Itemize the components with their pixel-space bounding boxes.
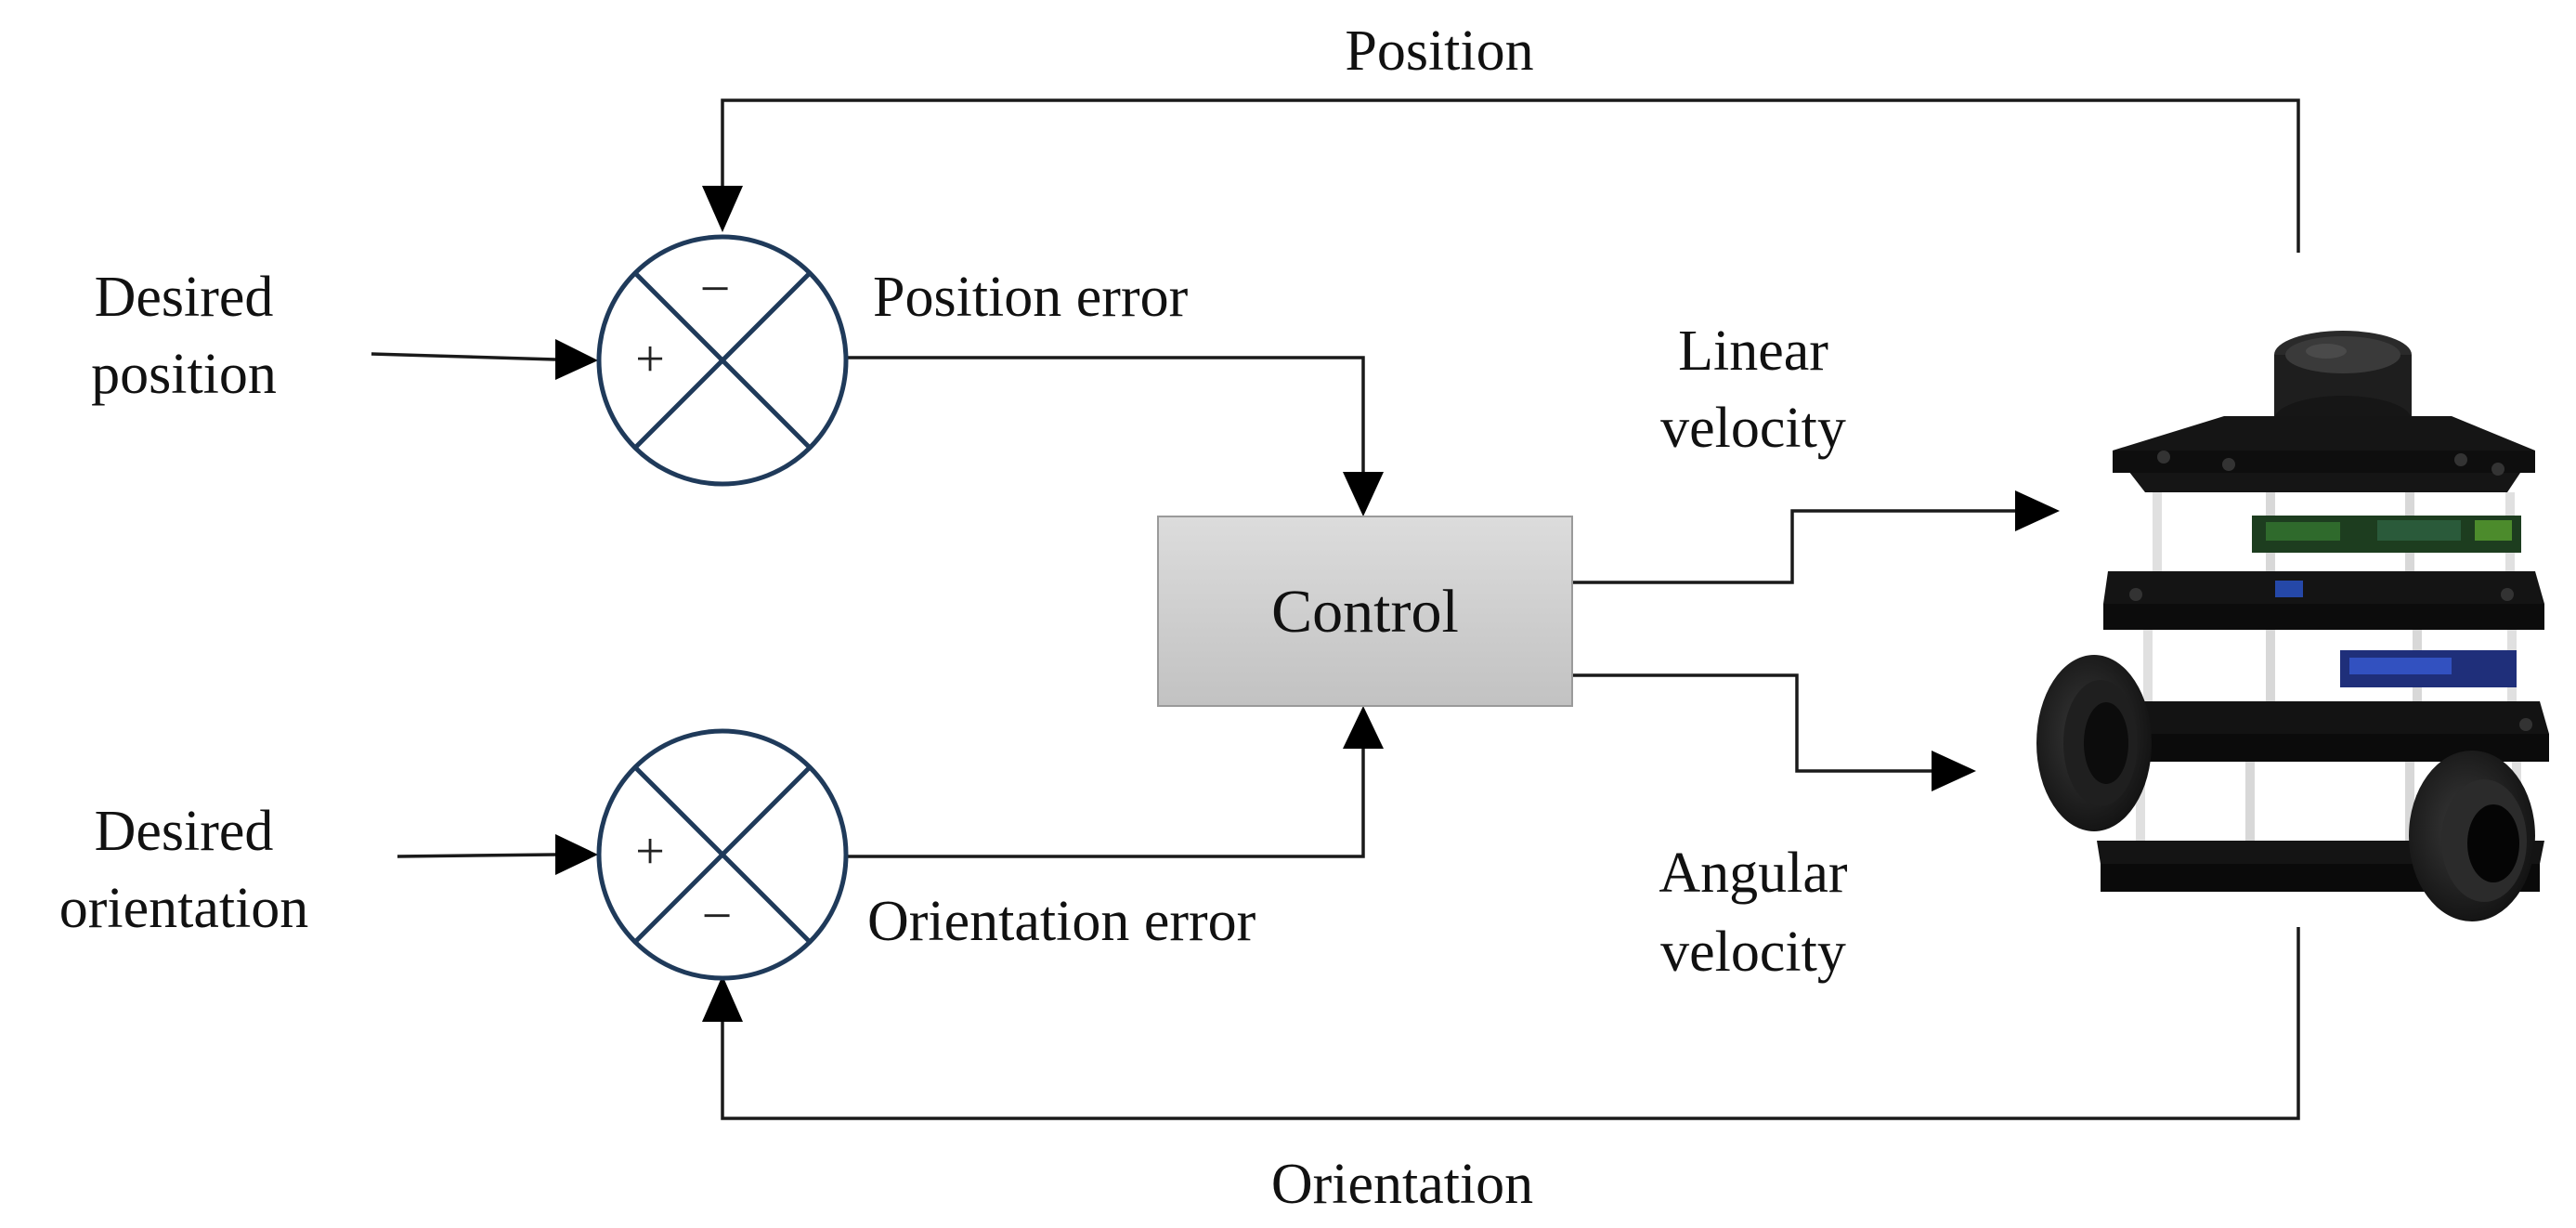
control-label: Control bbox=[1271, 578, 1459, 646]
angular-velocity-label-line2: velocity bbox=[1660, 921, 1846, 984]
desired-orientation-line bbox=[397, 853, 556, 858]
position-error-label: Position error bbox=[873, 266, 1189, 329]
orientation-feedback-label: Orientation bbox=[1271, 1153, 1533, 1216]
orientation-plus-sign: + bbox=[635, 823, 665, 881]
orientation-summing-junction: + − bbox=[596, 728, 849, 981]
mobile-robot-icon bbox=[2036, 331, 2549, 921]
desired-position-arrow bbox=[555, 339, 598, 380]
linear-velocity-arrow bbox=[2015, 490, 2060, 531]
position-plus-sign: + bbox=[635, 331, 665, 388]
orientation-minus-sign: − bbox=[702, 885, 733, 946]
linear-velocity-line bbox=[1572, 509, 2015, 584]
angular-velocity-arrow bbox=[1932, 751, 1976, 791]
desired-position-label-line2: position bbox=[91, 343, 277, 406]
orientation-feedback-line bbox=[721, 927, 2300, 1120]
position-feedback-label: Position bbox=[1345, 20, 1533, 83]
orientation-error-label: Orientation error bbox=[867, 890, 1256, 953]
desired-orientation-arrow bbox=[555, 834, 598, 875]
desired-orientation-label-line2: orientation bbox=[59, 877, 309, 940]
angular-velocity-label-line1: Angular bbox=[1659, 842, 1848, 905]
linear-velocity-label-line2: velocity bbox=[1660, 397, 1846, 460]
orientation-error-line bbox=[847, 749, 1365, 858]
linear-velocity-label-line1: Linear bbox=[1678, 320, 1828, 383]
position-summing-junction: − + bbox=[596, 234, 849, 487]
position-feedback-line bbox=[721, 98, 2300, 253]
desired-position-line bbox=[371, 352, 556, 361]
desired-position-label-line1: Desired bbox=[95, 266, 274, 329]
position-minus-sign: − bbox=[700, 258, 731, 319]
desired-orientation-label-line1: Desired bbox=[95, 800, 274, 863]
control-block: Control bbox=[1157, 516, 1573, 707]
position-error-line bbox=[847, 356, 1365, 472]
orientation-feedback-arrow bbox=[702, 975, 743, 1022]
position-error-arrow bbox=[1343, 472, 1384, 516]
position-feedback-arrow bbox=[702, 186, 743, 232]
angular-velocity-line bbox=[1572, 673, 1932, 773]
orientation-error-arrow bbox=[1343, 706, 1384, 749]
